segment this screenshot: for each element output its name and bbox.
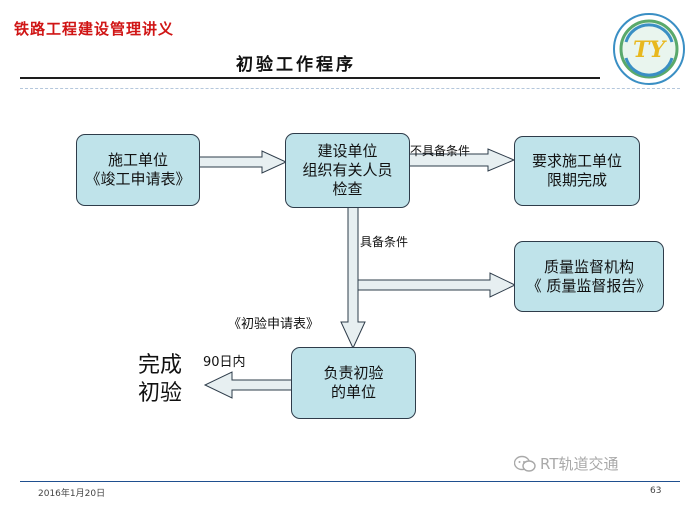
label-application-form: 《初验申请表》 — [228, 317, 320, 332]
box-contractor: 施工单位 《竣工申请表》 — [76, 134, 200, 206]
box-quality-line1: 质量监督机构 — [543, 257, 634, 276]
box-deadline: 要求施工单位 限期完成 — [514, 136, 640, 206]
box-inspector: 负责初验 的单位 — [291, 347, 416, 419]
page-number: 63 — [650, 486, 662, 496]
box-inspector-line2: 的单位 — [330, 383, 376, 401]
watermark: RT轨道交通 — [514, 453, 619, 474]
footer-date: 2016年1月20日 — [38, 489, 106, 499]
box-quality-line2: 《 质量监督报告》 — [526, 276, 652, 295]
result-line1: 完成 — [138, 353, 183, 378]
footer-divider — [20, 481, 680, 482]
wechat-icon — [514, 455, 536, 472]
box-deadline-line1: 要求施工单位 — [531, 152, 622, 170]
railway-logo-icon: TY — [613, 13, 685, 85]
box-quality-agency: 质量监督机构 《 质量监督报告》 — [514, 241, 664, 312]
box-owner-line1: 建设单位 — [317, 142, 378, 160]
box-inspector-line1: 负责初验 — [323, 364, 384, 382]
arrow-inspector-to-result — [203, 371, 293, 399]
watermark-text: RT轨道交通 — [540, 455, 619, 473]
box-contractor-line2: 《竣工申请表》 — [85, 170, 191, 188]
box-owner: 建设单位 组织有关人员 检查 — [285, 133, 410, 208]
title-underline — [20, 77, 600, 79]
arrow-owner-to-deadline — [407, 148, 516, 172]
box-deadline-line2: 限期完成 — [546, 171, 607, 189]
slide-title: 初验工作程序 — [236, 55, 356, 75]
arrow-contractor-to-owner — [198, 150, 288, 174]
label-ready: 具备条件 — [360, 235, 409, 249]
box-contractor-line1: 施工单位 — [107, 151, 168, 169]
arrow-to-quality-agency — [357, 272, 517, 298]
result-line2: 初验 — [138, 381, 183, 406]
label-not-ready: 不具备条件 — [410, 144, 471, 158]
box-owner-line3: 检查 — [332, 180, 363, 198]
result-complete-inspection: 完成 初验 — [138, 352, 182, 408]
label-within-90-days: 90日内 — [203, 355, 246, 370]
header-dashed-divider — [20, 88, 680, 89]
box-owner-line2: 组织有关人员 — [302, 161, 393, 179]
svg-text:TY: TY — [633, 37, 667, 63]
arrow-owner-to-inspector — [340, 205, 366, 350]
course-title: 铁路工程建设管理讲义 — [14, 20, 175, 38]
